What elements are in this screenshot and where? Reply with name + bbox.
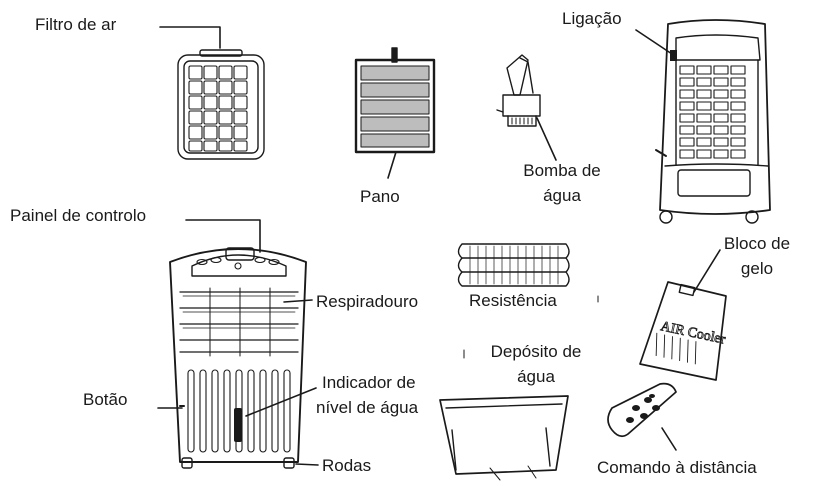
water-pump-label-line2: água [543,186,581,205]
wheels-label: Rodas [322,456,372,475]
cooler-front-illustration [169,247,307,469]
water-pump-label-line1: Bomba de [523,161,601,180]
vent-leader [283,299,313,303]
resistance-label: Resistência [469,291,557,310]
ice-block-illustration: AIR Cooler [639,281,727,381]
button-label: Botão [83,390,128,409]
ice-block-label-line2: gelo [740,259,774,278]
ice-block-label-line1: Bloco de [723,234,791,253]
connection-leader [635,29,673,55]
water-pump-leader [536,117,557,161]
air-filter-illustration [177,49,265,160]
cloth-leader [387,151,397,179]
cloth-label: Pano [360,187,400,206]
remote-control-leader [661,427,677,451]
water-tank-illustration [439,395,569,481]
air-filter-label: Filtro de ar [35,15,117,34]
ice-pack-print: AIR Cooler [659,319,727,347]
control-panel-leader [185,219,261,253]
water-pump-illustration [496,54,541,127]
vent-label: Respiradouro [316,292,419,311]
connection-label: Ligação [562,9,622,28]
wheels-leader [295,463,319,466]
water-tank-label-line2: água [517,367,555,386]
remote-control-illustration [607,382,677,438]
ice-block-leader [693,249,721,293]
cooler-back-illustration [655,19,771,224]
cloth-illustration [354,47,436,154]
remote-control-label: Comando à distância [597,458,757,477]
water-level-leader [245,387,317,417]
resistance-illustration [457,243,570,287]
control-panel-label: Painel de controlo [10,206,147,225]
water-level-label-line2: nível de água [316,398,419,417]
water-tank-label-line1: Depósito de [490,342,582,361]
air-filter-leader [159,26,221,49]
water-level-label-line1: Indicador de [322,373,416,392]
